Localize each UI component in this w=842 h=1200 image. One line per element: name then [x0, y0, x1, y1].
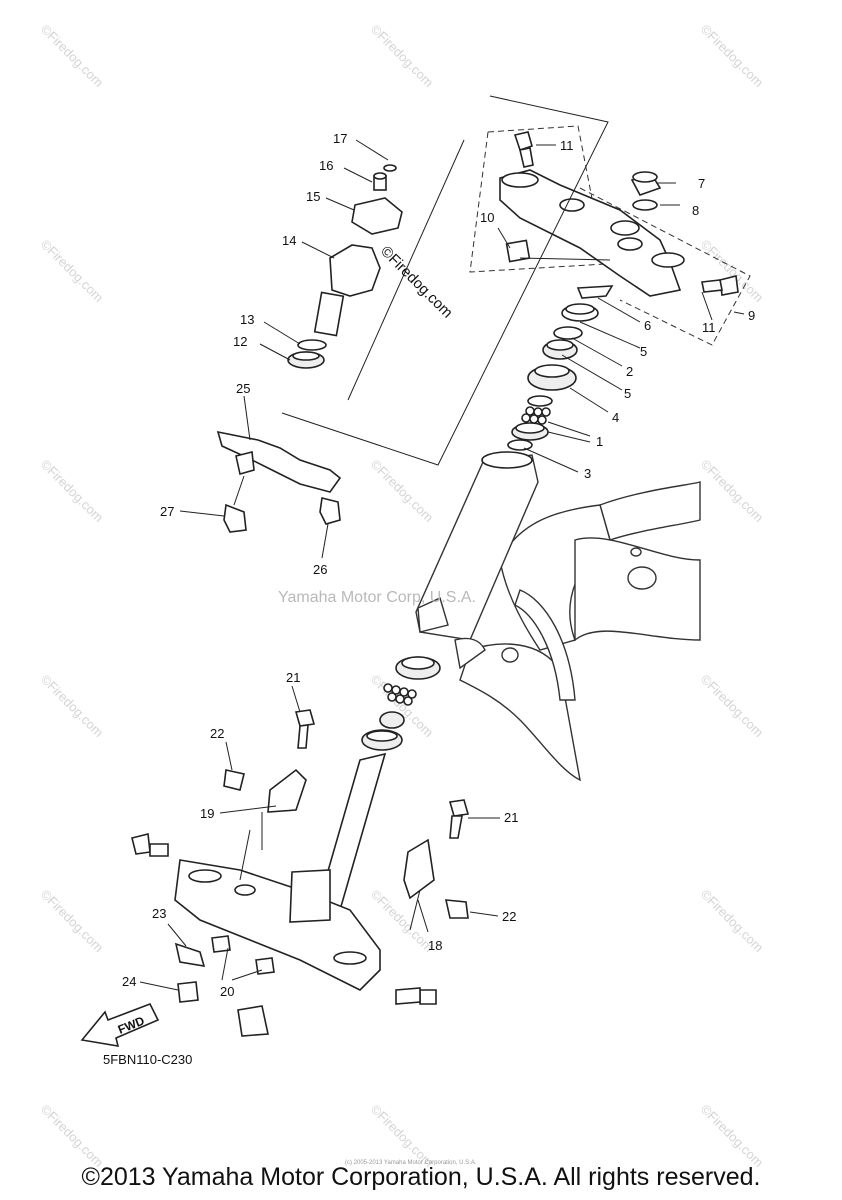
- watermark: ©Firedog.com: [38, 887, 106, 955]
- handlebar-holder: [281, 95, 609, 466]
- watermark: ©Firedog.com: [698, 457, 766, 525]
- small-copyright: (c) 2005-2013 Yamaha Motor Corporation, …: [345, 1160, 477, 1166]
- callout-7: 7: [698, 176, 705, 191]
- fwd-arrow: FWD: [80, 1002, 160, 1047]
- callout-12: 12: [233, 334, 247, 349]
- watermark: ©Firedog.com: [368, 457, 436, 525]
- watermark: ©Firedog.com: [368, 22, 436, 90]
- watermark: ©Firedog.com: [698, 672, 766, 740]
- callouts: 1 2 3 4 5 5 6 7 8 9 10 11 11 12 13 14 15…: [122, 131, 755, 999]
- watermark: ©Firedog.com: [698, 887, 766, 955]
- cable-bracket: [216, 430, 342, 533]
- watermark: ©Firedog.com: [698, 1102, 766, 1170]
- center-watermark: Yamaha Motor Corp, U.S.A.: [278, 589, 476, 606]
- callout-24: 24: [122, 974, 136, 989]
- callout-20: 20: [220, 984, 234, 999]
- watermark: ©Firedog.com: [38, 22, 106, 90]
- callout-10: 10: [480, 210, 494, 225]
- watermark: ©Firedog.com: [368, 887, 436, 955]
- callout-13: 13: [240, 312, 254, 327]
- callout-19: 19: [200, 806, 214, 821]
- callout-1: 1: [596, 434, 603, 449]
- site-watermark: ©Firedog.com: [377, 243, 456, 322]
- callout-9: 9: [748, 308, 755, 323]
- callout-4: 4: [612, 410, 619, 425]
- callout-25: 25: [236, 381, 250, 396]
- callout-5: 5: [624, 386, 631, 401]
- diagram-code: 5FBN110-C230: [103, 1052, 193, 1067]
- callout-27: 27: [160, 504, 174, 519]
- frame-head: [415, 451, 701, 782]
- callout-23: 23: [152, 906, 166, 921]
- callout-22: 22: [502, 909, 516, 924]
- callout-5: 5: [640, 344, 647, 359]
- callout-11: 11: [560, 138, 574, 153]
- watermark: ©Firedog.com: [38, 237, 106, 305]
- lower-bracket: [131, 709, 470, 1037]
- callout-21: 21: [286, 670, 300, 685]
- callout-22: 22: [210, 726, 224, 741]
- callout-6: 6: [644, 318, 651, 333]
- callout-2: 2: [626, 364, 633, 379]
- callout-26: 26: [313, 562, 327, 577]
- callout-15: 15: [306, 189, 320, 204]
- bearing-stack: [507, 285, 614, 451]
- watermark: ©Firedog.com: [698, 22, 766, 90]
- watermark: ©Firedog.com: [38, 672, 106, 740]
- callout-11: 11: [702, 320, 716, 335]
- watermark: ©Firedog.com: [698, 237, 766, 305]
- lower-bearing-stack: [361, 656, 441, 751]
- watermark: ©Firedog.com: [38, 1102, 106, 1170]
- callout-17: 17: [333, 131, 347, 146]
- upper-bracket: [469, 125, 751, 346]
- watermark: ©Firedog.com: [38, 457, 106, 525]
- callout-21: 21: [504, 810, 518, 825]
- callout-18: 18: [428, 938, 442, 953]
- callout-14: 14: [282, 233, 296, 248]
- callout-8: 8: [692, 203, 699, 218]
- callout-3: 3: [584, 466, 591, 481]
- callout-16: 16: [319, 158, 333, 173]
- leader-lines: [139, 139, 745, 991]
- copyright-notice: ©2013 Yamaha Motor Corporation, U.S.A. A…: [81, 1163, 761, 1191]
